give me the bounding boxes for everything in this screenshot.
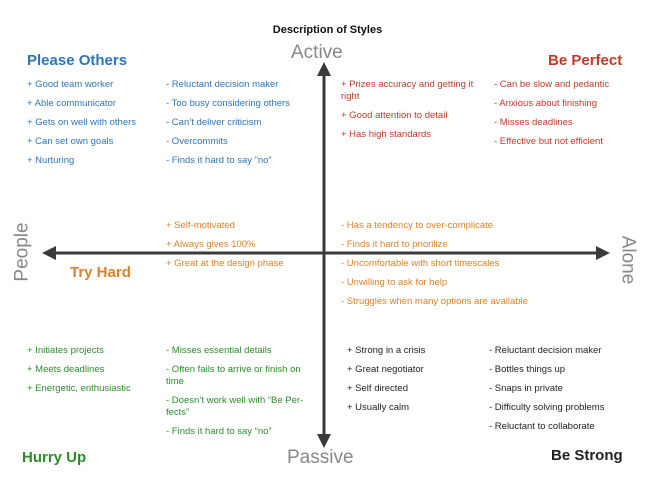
quadrant-title-be-strong: Be Strong [551, 447, 623, 464]
diagram-title: Description of Styles [272, 24, 383, 36]
list-item: - Misses deadlines [494, 117, 573, 128]
arrow-down [317, 434, 331, 448]
be-strong-weaknesses: - Reluctant decision maker - Bottles thi… [489, 345, 639, 440]
arrow-left [42, 246, 56, 260]
please-others-strengths: + Good team worker + Able communicator +… [27, 79, 162, 174]
list-item: + Initiates projects [27, 345, 104, 356]
list-item: - Effective but not efficient [494, 136, 603, 147]
list-item: + Nurturing [27, 155, 75, 166]
list-item: - Uncomfortable with short timescales [341, 258, 500, 269]
list-item: - Finds it hard to priorilize [341, 239, 448, 250]
list-item: - Often fails to arrive or finish on tim… [166, 364, 301, 387]
list-item: - Too busy considering others [166, 98, 290, 109]
list-item: - Anxious about finishing [494, 98, 597, 109]
list-item: + Great at the design phase [166, 258, 284, 269]
list-item: + Prizes accuracy and getting it right [341, 79, 474, 102]
list-item: - Bottles things up [489, 364, 566, 375]
arrow-right [596, 246, 610, 260]
list-item: - Can’t deliver criticism [166, 117, 262, 128]
list-item: + Can set own goals [27, 136, 114, 147]
axis-label-passive: Passive [287, 447, 354, 468]
list-item: - Finds it hard to say “no” [166, 155, 272, 166]
list-item: + Strong in a crisis [347, 345, 426, 356]
quadrant-title-try-hard: Try Hard [70, 264, 131, 281]
list-item: + Meets deadlines [27, 364, 105, 375]
list-item: + Self directed [347, 383, 408, 394]
list-item: - Finds it hard to say “no” [166, 426, 272, 437]
list-item: - Unwilling to ask for help [341, 277, 448, 288]
try-hard-weaknesses: - Has a tendency to over-complicate - Fi… [341, 220, 581, 315]
list-item: - Doesn’t work well with “Be Per-fects” [166, 395, 304, 418]
axis-label-people: People [11, 222, 33, 282]
list-item: - Struggles when many options are availa… [341, 296, 528, 307]
list-item: - Snaps in private [489, 383, 563, 394]
arrow-up [317, 62, 331, 76]
try-hard-strengths: + Self-motivated + Always gives 100% + G… [166, 220, 316, 277]
list-item: - Can be slow and pedantic [494, 79, 610, 90]
list-item: - Reluctant to collaborate [489, 421, 595, 432]
quadrant-title-hurry-up: Hurry Up [22, 449, 87, 466]
hurry-up-strengths: + Initiates projects + Meets deadlines +… [27, 345, 162, 402]
be-perfect-strengths: + Prizes accuracy and getting it right +… [341, 79, 491, 148]
list-item: + Has high standards [341, 129, 432, 140]
list-item: + Always gives 100% [166, 239, 256, 250]
list-item: - Has a tendency to over-complicate [341, 220, 494, 231]
list-item: + Usually calm [347, 402, 410, 413]
list-item: - Reluctant decision maker [166, 79, 279, 90]
list-item: + Gets on well with others [27, 117, 137, 128]
quadrant-title-be-perfect: Be Perfect [548, 52, 623, 69]
axis-label-alone: Alone [617, 235, 639, 285]
list-item: + Great negotiator [347, 364, 424, 375]
list-item: - Reluctant decision maker [489, 345, 602, 356]
list-item: + Self-motivated [166, 220, 235, 231]
list-item: - Misses essential details [166, 345, 272, 356]
be-perfect-weaknesses: - Can be slow and pedantic - Anxious abo… [494, 79, 644, 155]
list-item: + Energetic, enthusiastic [27, 383, 131, 394]
list-item: + Good attention to detail [341, 110, 448, 121]
list-item: + Able communicator [27, 98, 116, 109]
hurry-up-weaknesses: - Misses essential details - Often fails… [166, 345, 316, 445]
please-others-weaknesses: - Reluctant decision maker - Too busy co… [166, 79, 316, 174]
list-item: + Good team worker [27, 79, 114, 90]
list-item: - Overcommits [166, 136, 228, 147]
list-item: - Difficulty solving problems [489, 402, 605, 413]
be-strong-strengths: + Strong in a crisis + Great negotiator … [347, 345, 487, 421]
axis-label-active: Active [291, 42, 343, 63]
quadrant-title-please-others: Please Others [27, 52, 128, 69]
